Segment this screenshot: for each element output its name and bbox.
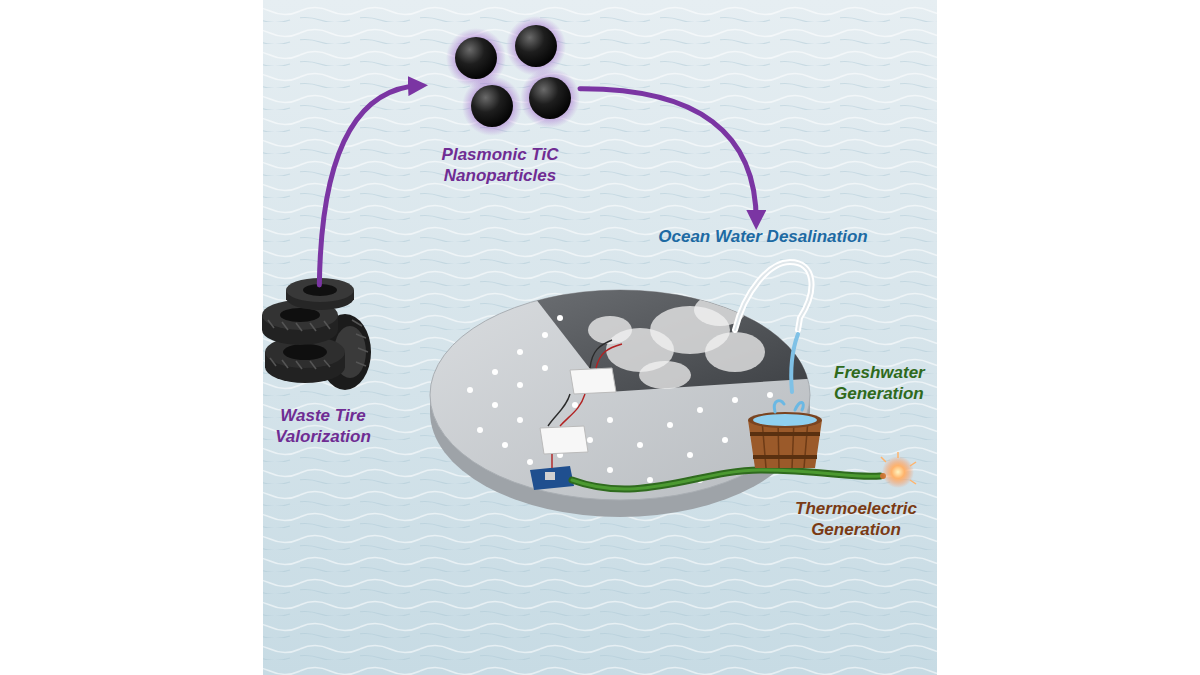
figure-label: Waste Tire Valorization	[262, 405, 384, 447]
labelled-figure: Ocean Water Desalination	[650, 222, 876, 250]
figure-label: Thermoelectric Generation	[778, 498, 934, 540]
flow-arrow	[319, 86, 420, 285]
figure-label: Freshwater Generation	[834, 362, 934, 404]
labelled-figure: Freshwater Generation	[834, 362, 934, 408]
labelled-figure: Waste Tire Valorization	[262, 285, 384, 447]
labelled-figure: Plasmonic TiC Nanoparticles	[420, 24, 580, 186]
figure-label: Ocean Water Desalination	[650, 226, 876, 247]
labelled-figure: Thermoelectric Generation	[778, 498, 934, 544]
figure-label: Plasmonic TiC Nanoparticles	[420, 144, 580, 186]
flow-arrow	[580, 89, 756, 222]
